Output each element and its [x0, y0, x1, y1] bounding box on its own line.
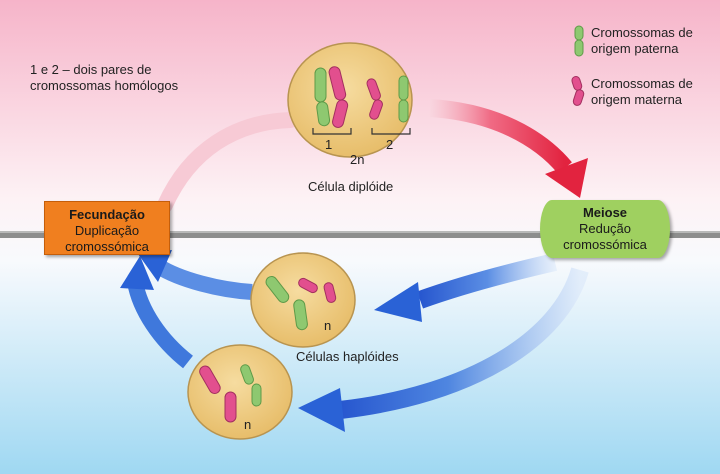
chromosome-paternal-large — [265, 275, 308, 331]
haploid-top-ploidy-label: n — [324, 318, 332, 333]
fecundacao-title: Fecundação — [69, 207, 145, 222]
legend-paternal-label: Cromossomas de origem paterna — [591, 25, 693, 56]
blue-arc-return-lower — [127, 280, 194, 369]
chromosome-maternal-large — [328, 66, 349, 128]
chromosome-maternal-small — [366, 78, 383, 120]
legend-maternal-icon — [571, 75, 585, 106]
red-arrowhead — [545, 158, 588, 198]
haploid-bottom-ploidy-label: n — [244, 417, 252, 432]
blue-arrowhead-return-lower — [120, 256, 154, 290]
meiose-box: Meiose Redução cromossómica — [540, 200, 670, 258]
fecundacao-line-1: Duplicação — [74, 223, 140, 238]
chromosome-maternal-large — [199, 365, 237, 423]
blue-arrowhead-upper — [374, 282, 422, 322]
blue-arrowhead-lower — [298, 388, 345, 432]
haploid-cell-upper — [250, 252, 356, 348]
chromosome-maternal-small — [298, 277, 337, 303]
pair-2-bracket — [371, 128, 411, 135]
meiose-line-1: Redução — [578, 221, 632, 236]
blue-arc-lower — [338, 267, 589, 419]
divider-bar — [0, 231, 720, 238]
divider-bar-highlight — [0, 231, 720, 233]
fecundacao-line-2: cromossómica — [65, 239, 149, 254]
diploid-cell — [287, 42, 413, 158]
chromosome-paternal-large — [314, 67, 331, 127]
legend-paternal-icon — [574, 25, 584, 57]
fecundacao-box: Fecundação Duplicação cromossómica — [44, 201, 170, 255]
homologous-pairs-note: 1 e 2 – dois pares de cromossomas homólo… — [30, 62, 179, 93]
diploid-ploidy-label: 2n — [350, 152, 365, 167]
pair-1-bracket — [312, 128, 352, 135]
chromosome-paternal-small — [240, 364, 262, 407]
meiose-line-2: cromossómica — [563, 237, 647, 252]
blue-arc-upper — [416, 253, 558, 309]
legend-maternal-label: Cromossomas de origem materna — [591, 76, 693, 107]
chromosome-paternal-small — [398, 75, 409, 123]
haploid-cells-label: Células haplóides — [296, 349, 399, 364]
blue-arc-return-upper — [153, 259, 253, 300]
pair-2-label: 2 — [386, 137, 394, 152]
meiose-title: Meiose — [582, 205, 628, 220]
blue-arrowhead-return-upper — [138, 250, 172, 282]
red-arc-left — [157, 112, 298, 213]
red-arc-right — [429, 99, 572, 174]
diploid-cell-label: Célula diplóide — [308, 179, 394, 194]
pair-1-label: 1 — [325, 137, 333, 152]
haploid-cell-lower — [187, 344, 293, 440]
